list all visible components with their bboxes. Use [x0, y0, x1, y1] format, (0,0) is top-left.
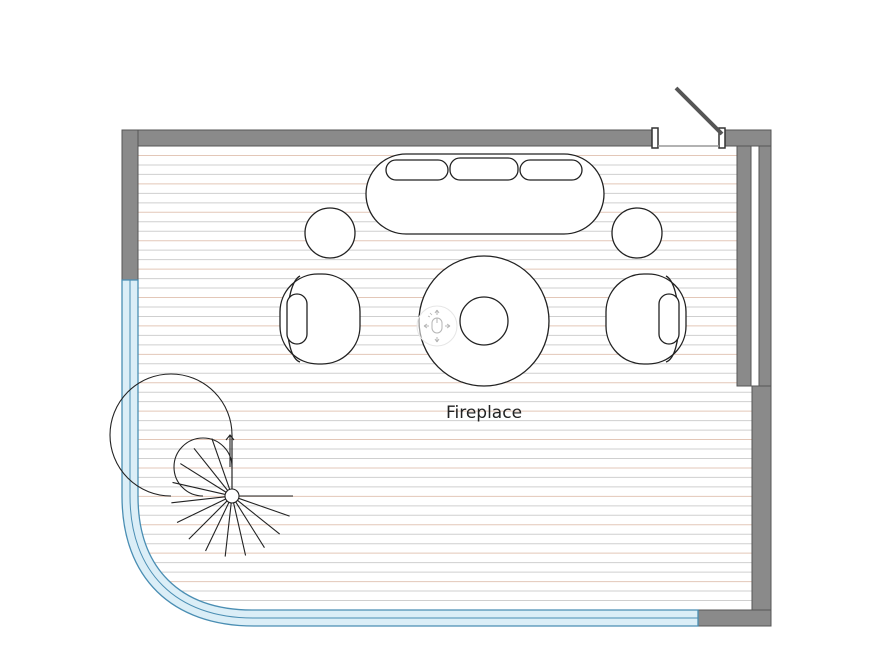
- stair-post: [224, 488, 240, 504]
- stair-tread: [176, 498, 226, 523]
- side-table-left[interactable]: [304, 207, 356, 259]
- wall-top-right: [724, 129, 772, 147]
- armchair-right[interactable]: [605, 273, 687, 365]
- stair-tread: [233, 502, 247, 556]
- armchair-left[interactable]: [279, 273, 361, 365]
- stair-tread: [224, 502, 232, 557]
- spiral-staircase[interactable]: [109, 373, 293, 557]
- stair-tread: [238, 497, 290, 517]
- wall-bottom-stub: [697, 609, 772, 627]
- side-table-right[interactable]: [611, 207, 663, 259]
- fireplace[interactable]: [418, 255, 550, 387]
- stair-arc: [109, 373, 233, 497]
- walls: [121, 129, 772, 627]
- move-cursor-icon[interactable]: [416, 305, 458, 347]
- sofa[interactable]: [365, 153, 605, 235]
- glass-wall: [121, 279, 699, 627]
- stair-arc: [173, 437, 233, 497]
- wall-top: [121, 129, 653, 147]
- stair-tread: [235, 501, 265, 548]
- wall-right-outer: [758, 145, 772, 387]
- stair-direction-arrow: [225, 434, 235, 467]
- stair-tread: [171, 496, 226, 504]
- stair-tread: [180, 463, 227, 493]
- door[interactable]: [651, 86, 726, 149]
- wall-right: [751, 385, 772, 627]
- stair-tread: [211, 438, 231, 490]
- stair-tread: [188, 500, 228, 540]
- stair-tread: [193, 447, 229, 491]
- stair-tread: [237, 499, 281, 535]
- wall-left: [121, 129, 139, 281]
- stair-tread: [205, 502, 230, 552]
- wall-right-jamb: [736, 145, 752, 387]
- stair-tread: [172, 481, 226, 495]
- room-label: Fireplace: [446, 403, 522, 423]
